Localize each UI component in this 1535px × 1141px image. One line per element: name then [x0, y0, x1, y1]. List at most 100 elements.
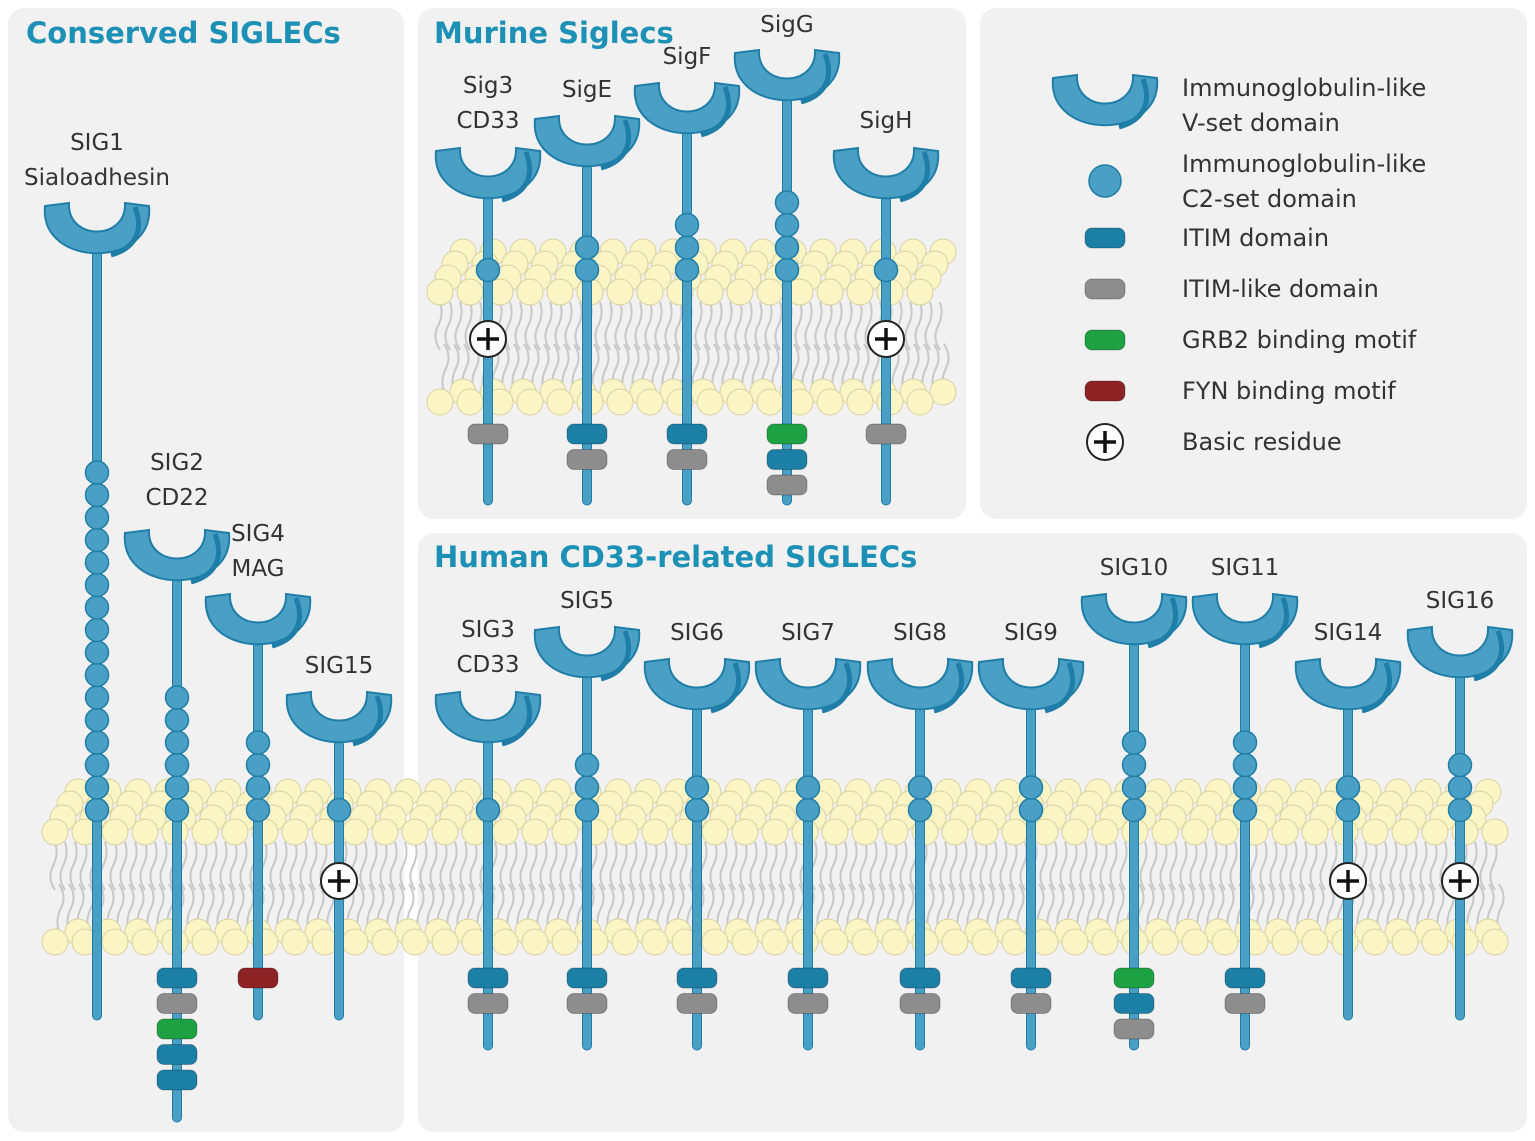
basic-residue-icon: [1329, 862, 1367, 900]
itim-like-icon: [467, 993, 509, 1014]
legend-label: ITIM-like domain: [1182, 275, 1379, 303]
c2set-domain-icon: [1335, 775, 1361, 800]
receptor-label: CD22: [145, 485, 208, 511]
transmembrane-stalk: [682, 122, 692, 506]
c2set-domain-icon: [774, 235, 800, 260]
itim-icon: [1224, 967, 1266, 989]
c2set-domain-icon: [475, 257, 501, 283]
itim-like-icon: [787, 993, 829, 1014]
receptor-label: Sialoadhesin: [24, 165, 170, 191]
c2set-domain-icon: [245, 730, 271, 755]
c2set-domain-icon: [84, 752, 110, 778]
vset-domain-icon: [832, 146, 940, 203]
c2set-domain-icon: [1018, 775, 1044, 800]
receptor-sig15: SIG15: [285, 653, 393, 1021]
itim-icon: [1113, 993, 1155, 1014]
receptor-label: MAG: [232, 556, 285, 582]
receptors-layer: SIG1SialoadhesinSIG2CD22SIG4MAGSIG15Sig3…: [24, 12, 1514, 1123]
receptor-sig8: SIG8: [866, 620, 974, 1051]
vset-domain-icon: [754, 657, 862, 714]
legend-label: V-set domain: [1182, 109, 1340, 137]
c2set-domain-icon: [84, 550, 110, 575]
c2set-domain-icon: [164, 775, 190, 800]
legend-label: GRB2 binding motif: [1182, 326, 1417, 354]
receptor-sigf: SigF: [633, 44, 741, 506]
c2set-domain-icon: [674, 235, 700, 260]
c2set-domain-icon: [84, 460, 110, 485]
itim-like-icon: [766, 474, 808, 496]
c2set-domain-icon: [684, 797, 710, 823]
itim-icon: [676, 967, 718, 989]
legend-item-itim: ITIM domain: [1084, 224, 1329, 252]
receptor-label: SIG9: [1004, 620, 1058, 646]
itim-icon: [766, 449, 808, 470]
basic-residue-icon: [469, 320, 507, 358]
itim-icon: [666, 423, 708, 445]
vset-domain-icon: [43, 201, 151, 258]
c2set-domain-icon: [84, 707, 110, 733]
receptor-sig14: SIG14: [1294, 620, 1402, 1021]
c2set-domain-icon: [84, 482, 110, 508]
vset-domain-icon: [1051, 73, 1159, 130]
itim-icon: [156, 1044, 198, 1065]
vset-domain-icon: [533, 625, 641, 682]
vset-domain-icon: [733, 48, 841, 105]
receptor-label: SIG11: [1211, 555, 1279, 581]
receptor-label: SigH: [860, 108, 913, 134]
vset-domain-icon: [1406, 625, 1514, 682]
c2set-domain-icon: [674, 212, 700, 238]
c2set-domain-icon: [326, 797, 352, 823]
c2set-domain-icon: [674, 257, 700, 283]
c2set-domain-icon: [774, 212, 800, 238]
c2set-domain-icon: [574, 235, 600, 260]
receptor-label: SIG7: [781, 620, 835, 646]
itim-icon: [566, 967, 608, 989]
vset-domain-icon: [1080, 592, 1188, 649]
itim-like-domain-icon: [1084, 278, 1126, 300]
receptor-sig7: SIG7: [754, 620, 862, 1051]
receptor-label: Sig3: [463, 73, 513, 99]
grb2-icon: [766, 423, 808, 445]
itim-icon: [899, 967, 941, 989]
c2set-domain-icon: [84, 572, 110, 598]
receptor-sigg: SigG: [733, 12, 841, 506]
itim-like-icon: [1113, 1018, 1155, 1040]
transmembrane-stalk: [253, 633, 263, 1021]
vset-domain-icon: [285, 690, 393, 747]
receptor-label: SIG5: [560, 588, 614, 614]
c2set-domain-icon: [1121, 752, 1147, 778]
c2set-domain-icon: [164, 730, 190, 755]
vset-domain-icon: [123, 528, 231, 585]
receptor-label: SIG6: [670, 620, 724, 646]
c2set-domain-icon: [84, 797, 110, 823]
vset-domain-icon: [1294, 657, 1402, 714]
c2set-domain-icon: [245, 775, 271, 800]
receptor-label: SIG2: [150, 450, 204, 476]
c2set-domain-icon: [795, 797, 821, 823]
c2set-domain-icon: [84, 775, 110, 800]
fyn-icon: [237, 967, 279, 989]
receptor-sige: SigE: [533, 77, 641, 506]
receptor-label: SIG8: [893, 620, 947, 646]
c2set-domain-icon: [795, 775, 821, 800]
fyn-motif-icon: [1084, 380, 1126, 402]
basic-residue-icon: [1086, 423, 1124, 461]
c2set-domain-icon: [245, 752, 271, 778]
receptor-label: SigG: [760, 12, 813, 38]
c2set-domain-icon: [1232, 752, 1258, 778]
receptor-label: CD33: [456, 108, 519, 134]
c2set-domain-icon: [774, 257, 800, 283]
itim-like-icon: [1010, 993, 1052, 1014]
panel-title-human: Human CD33-related SIGLECs: [434, 540, 917, 574]
itim-icon: [566, 423, 608, 445]
vset-domain-icon: [533, 114, 641, 171]
grb2-icon: [1113, 967, 1155, 989]
receptor-label: SIG10: [1100, 555, 1168, 581]
c2set-domain-icon: [1232, 797, 1258, 823]
c2set-domain-icon: [684, 775, 710, 800]
panel-title-murine: Murine Siglecs: [434, 16, 674, 50]
vset-domain-icon: [204, 592, 312, 649]
